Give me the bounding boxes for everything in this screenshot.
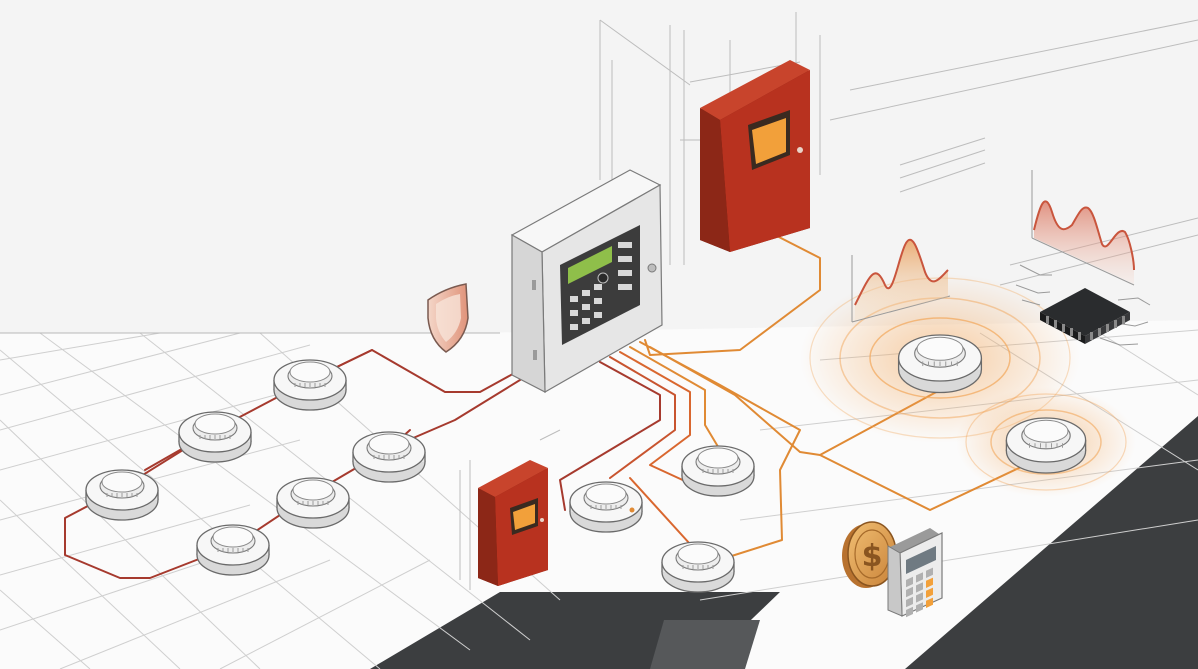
smoke-detector [85,469,159,521]
smoke-detector [352,431,426,483]
sparkline-chart-right [1031,170,1135,286]
wiring-bundle [559,234,1041,567]
smoke-detector [273,359,347,411]
calculator-keys [906,567,933,618]
annunciator-panel-small [478,460,548,586]
smoke-detector [897,334,983,394]
smoke-detector [276,477,350,529]
smoke-detector [569,481,643,533]
smoke-detector [196,524,270,576]
dollar-coin-icon: $ [842,521,897,588]
dark-floor-edge [370,416,1198,669]
calculator-icon [887,528,943,618]
microchip-icon [1015,264,1151,346]
smoke-detector [178,411,252,463]
control-panel [510,169,663,394]
smoke-detectors [85,334,1087,593]
smoke-detector [681,445,755,497]
wall-construction-lines [459,12,1198,590]
sparkline-chart-left [851,238,951,323]
shield-icon [427,283,469,353]
annunciator-panel-large [700,60,810,252]
button-grid [570,242,632,330]
svg-text:$: $ [862,539,883,574]
smoke-detector [1005,417,1087,474]
smoke-detector [661,541,735,593]
